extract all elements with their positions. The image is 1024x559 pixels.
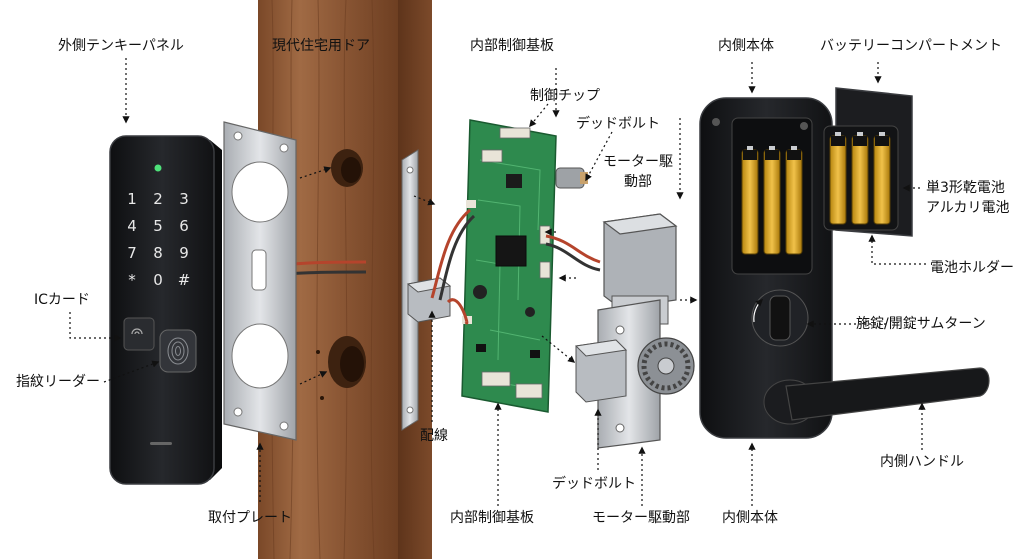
keypad-key-1: 1 [127, 190, 137, 208]
battery-terminal [835, 132, 841, 136]
motor-drive-unit [597, 213, 695, 449]
label-ic-card: ICカード [34, 292, 90, 308]
battery-compartment [823, 87, 913, 237]
wiring [430, 208, 601, 325]
label-inner-handle: 内側ハンドル [880, 454, 964, 470]
mounting-plate [223, 121, 297, 441]
keypad-key-8: 8 [153, 244, 163, 262]
label-inner-board-top: 内部制御基板 [470, 38, 554, 54]
label-motor-bottom: モーター駆動部 [592, 510, 690, 526]
small-motor [555, 167, 588, 189]
inner-handle [763, 367, 990, 425]
battery-cap [743, 150, 757, 160]
battery-terminal [857, 132, 863, 136]
keypad-key-6: 6 [179, 217, 189, 235]
keypad-key-hash: # [178, 271, 191, 289]
label-battery-holder: 電池ホルダー [930, 260, 1014, 276]
battery-cell [873, 135, 891, 225]
label-battery-type-line2: アルカリ電池 [926, 200, 1010, 216]
label-deadbolt-top: デッドボルト [576, 116, 660, 132]
battery-cap [875, 136, 889, 146]
label-wiring: 配線 [420, 428, 448, 444]
inner-batteries [741, 146, 803, 255]
deadbolt-block-right [574, 339, 628, 403]
label-motor-top: モーター駆動部 [603, 154, 673, 190]
fingerprint-reader [159, 329, 197, 373]
keypad-key-5: 5 [153, 217, 163, 235]
keypad-key-4: 4 [127, 217, 137, 235]
keypad-key-0: 0 [153, 271, 163, 289]
keypad-key-star: * [128, 271, 136, 289]
label-mounting-plate: 取付プレート [208, 510, 292, 526]
label-fingerprint: 指紋リーダー [16, 374, 100, 390]
label-inner-body-top: 内側本体 [718, 38, 774, 54]
label-control-chip: 制御チップ [530, 88, 600, 104]
label-battery-type-line1: 単3形乾電池 [926, 180, 1005, 196]
compartment-batteries [829, 132, 891, 225]
battery-cell [763, 149, 781, 255]
battery-terminal [879, 132, 885, 136]
battery-terminal [791, 146, 797, 150]
battery-terminal [769, 146, 775, 150]
battery-cap [765, 150, 779, 160]
battery-cap [853, 136, 867, 146]
gear [637, 337, 695, 395]
inner-body [699, 97, 990, 439]
label-deadbolt-bottom: デッドボルト [552, 476, 636, 492]
keypad-key-2: 2 [153, 190, 163, 208]
battery-cap [787, 150, 801, 160]
battery-cell [741, 149, 759, 255]
battery-cell [851, 135, 869, 225]
label-inner-board-bottom: 内部制御基板 [450, 510, 534, 526]
battery-terminal [747, 146, 753, 150]
deadbolt-block-left [406, 277, 452, 323]
label-battery-compartment: バッテリーコンパートメント [820, 38, 1002, 54]
leader-lines [69, 58, 926, 506]
label-thumb-turn: 施錠/開錠サムターン [856, 316, 986, 332]
battery-cell [829, 135, 847, 225]
inner-control-board [461, 119, 557, 413]
keypad-key-3: 3 [179, 190, 189, 208]
keypad-key-7: 7 [127, 244, 137, 262]
battery-cell [785, 149, 803, 255]
label-modern-door: 現代住宅用ドア [272, 38, 370, 54]
label-outer-keypad: 外側テンキーパネル [58, 38, 184, 54]
keypad-key-9: 9 [179, 244, 189, 262]
thumb-turn [751, 289, 809, 347]
label-inner-body-bottom: 内側本体 [722, 510, 778, 526]
control-chip [495, 235, 527, 267]
battery-cap [831, 136, 845, 146]
